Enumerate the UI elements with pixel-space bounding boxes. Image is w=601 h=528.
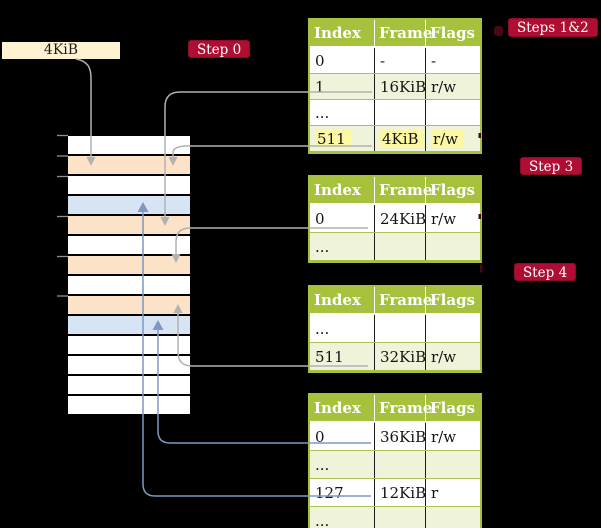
cell-flags — [425, 315, 480, 342]
header-index: Index — [314, 181, 361, 199]
page-table-step-3: Index Frame Flags 0 24KiB r/w ... — [308, 175, 482, 263]
table-row: ... — [310, 450, 480, 478]
red-dash — [494, 26, 503, 36]
table-row-recursive-highlight: 511 4KiB r/w — [310, 125, 480, 151]
header-index: Index — [314, 291, 361, 309]
memory-tick-marks — [57, 134, 68, 297]
highlight: 511 — [315, 129, 351, 148]
cell-frame: 32KiB — [374, 343, 426, 370]
header-flags: Flags — [425, 287, 480, 313]
header-frame: Frame — [374, 395, 432, 421]
cell-index: 511 — [310, 126, 374, 151]
red-arrow-remnants — [478, 26, 503, 273]
badge-steps-1-2: Steps 1&2 — [508, 18, 598, 37]
cell-index: ... — [315, 103, 330, 122]
memory-row-white — [68, 236, 190, 256]
table-row: 1 16KiB r/w — [310, 73, 480, 99]
header-frame: Frame — [374, 287, 432, 313]
frame-4kib-label: 4KiB — [2, 42, 120, 59]
memory-row-white — [68, 356, 190, 376]
cell-index: ... — [315, 319, 330, 338]
memory-row-orange — [68, 216, 190, 236]
table-row: 0 - - — [310, 48, 480, 73]
cell-index: ... — [315, 511, 330, 528]
table-row: ... — [310, 315, 480, 342]
cell-frame: 24KiB — [374, 205, 426, 232]
cell-index: 127 — [315, 483, 344, 502]
table-header-row: Index Frame Flags — [310, 395, 480, 423]
memory-column — [68, 136, 190, 416]
page-table-step-4: Index Frame Flags ... 511 32KiB r/w — [308, 285, 482, 373]
cell-frame: 36KiB — [374, 423, 426, 450]
cell-index: 511 — [315, 347, 344, 366]
memory-row-blue — [68, 196, 190, 216]
cell-frame: - — [374, 48, 425, 73]
table-header-row: Index Frame Flags — [310, 177, 480, 205]
memory-row-blue — [68, 316, 190, 336]
cell-index: 0 — [315, 427, 325, 446]
memory-row-white — [68, 276, 190, 296]
memory-row-orange — [68, 296, 190, 316]
table-header-row: Index Frame Flags — [310, 287, 480, 315]
memory-row-white — [68, 396, 190, 416]
red-dash — [480, 264, 483, 273]
badge-step-0: Step 0 — [188, 40, 251, 58]
header-flags: Flags — [425, 395, 480, 421]
cell-flags: r/w — [425, 205, 480, 232]
header-frame: Frame — [374, 177, 432, 203]
highlight: 4KiB — [380, 129, 424, 148]
memory-row-white — [68, 176, 190, 196]
header-frame: Frame — [374, 20, 432, 46]
table-row: 0 36KiB r/w — [310, 423, 480, 450]
memory-row-white — [68, 336, 190, 356]
cell-flags: r/w — [425, 423, 480, 450]
cell-index: 0 — [315, 209, 325, 228]
memory-row-orange — [68, 156, 190, 176]
cell-frame — [374, 315, 425, 342]
header-index: Index — [314, 24, 361, 42]
cell-frame — [374, 100, 425, 125]
highlight: r/w — [431, 129, 464, 148]
cell-flags: - — [425, 48, 480, 73]
cell-frame: 12KiB — [374, 479, 426, 506]
cell-flags — [425, 100, 480, 125]
memory-row-white — [68, 376, 190, 396]
cell-flags — [425, 451, 480, 478]
page-table-final: Index Frame Flags 0 36KiB r/w ... 127 12… — [308, 393, 482, 528]
cell-index: 0 — [315, 51, 325, 70]
table-header-row: Index Frame Flags — [310, 20, 480, 48]
cell-index: ... — [315, 237, 330, 256]
table-row: 127 12KiB r — [310, 478, 480, 506]
table-row: ... — [310, 99, 480, 125]
cell-flags: r/w — [425, 74, 480, 99]
header-flags: Flags — [425, 20, 480, 46]
cell-flags: r/w — [425, 343, 480, 370]
cell-frame: 4KiB — [374, 126, 425, 151]
table-row: 0 24KiB r/w — [310, 205, 480, 232]
badge-step-4: Step 4 — [514, 263, 577, 281]
cell-index: ... — [315, 455, 330, 474]
cell-index: 1 — [315, 77, 325, 96]
header-index: Index — [314, 399, 361, 417]
cell-flags — [425, 507, 480, 528]
cell-frame — [374, 233, 425, 260]
cell-flags — [425, 233, 480, 260]
page-table-steps-1-2: Index Frame Flags 0 - - 1 16KiB r/w ... … — [308, 18, 482, 154]
cell-flags: r — [425, 479, 480, 506]
table-row: ... — [310, 506, 480, 528]
cell-flags: r/w — [425, 126, 480, 151]
table-row: ... — [310, 232, 480, 260]
cell-frame — [374, 451, 425, 478]
cell-frame — [374, 507, 425, 528]
badge-step-3: Step 3 — [520, 157, 583, 175]
table-row: 511 32KiB r/w — [310, 342, 480, 370]
header-flags: Flags — [425, 177, 480, 203]
cell-frame: 16KiB — [374, 74, 426, 99]
memory-row-orange — [68, 256, 190, 276]
memory-row-white — [68, 136, 190, 156]
